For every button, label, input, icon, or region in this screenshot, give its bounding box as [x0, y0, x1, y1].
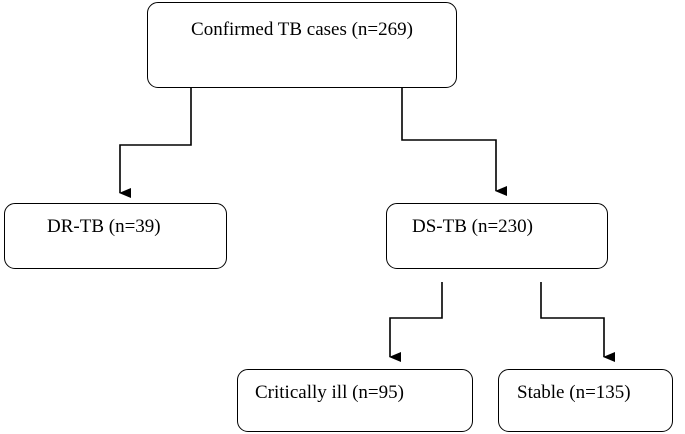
- node-dr-tb: DR-TB (n=39): [4, 203, 227, 269]
- connector-root-to-dstb: [401, 88, 507, 196]
- connector-root-to-drtb: [119, 88, 192, 198]
- node-ds-tb-label: DS-TB (n=230): [412, 216, 534, 237]
- node-ds-tb: DS-TB (n=230): [386, 203, 608, 269]
- connector-dstb-to-stable: [540, 282, 615, 362]
- node-critically-ill: Critically ill (n=95): [237, 369, 473, 432]
- node-stable: Stable (n=135): [498, 369, 673, 432]
- root-node-confirmed-tb-cases: Confirmed TB cases (n=269): [147, 2, 457, 88]
- root-node-label: Confirmed TB cases (n=269): [191, 19, 413, 40]
- connector-dstb-to-critical: [389, 282, 443, 362]
- node-stable-label: Stable (n=135): [517, 382, 631, 403]
- node-dr-tb-label: DR-TB (n=39): [47, 216, 161, 237]
- node-critically-ill-label: Critically ill (n=95): [255, 382, 404, 403]
